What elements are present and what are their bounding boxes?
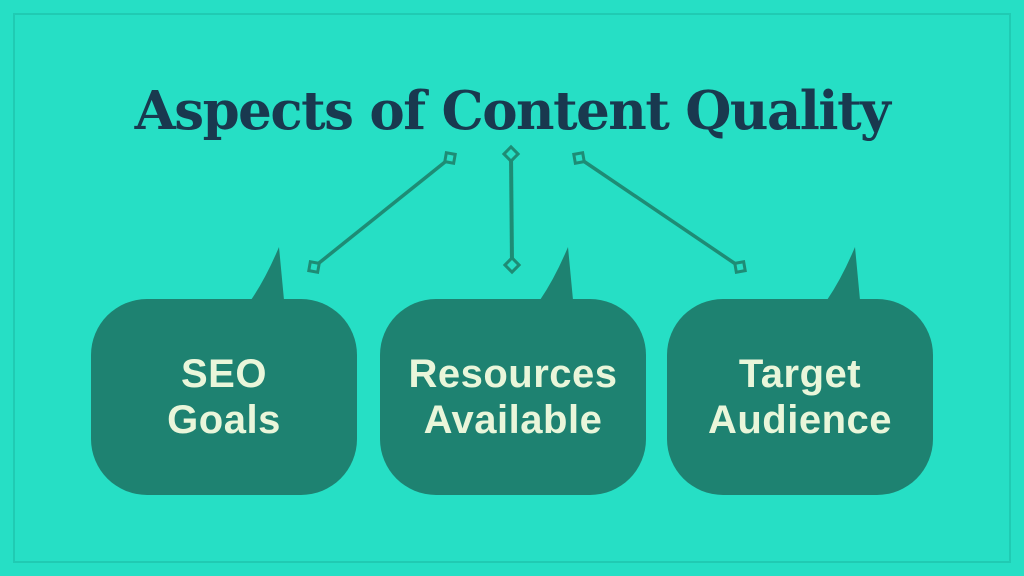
speech-tail-icon <box>827 247 860 300</box>
square-endpoint-icon <box>443 151 457 165</box>
speech-tail-icon <box>540 247 573 300</box>
bubble-label-line: Target <box>738 352 862 396</box>
square-endpoint-icon <box>733 260 747 274</box>
bubble-label-line: Goals <box>167 398 281 442</box>
bubble-target-audience: Target Audience <box>667 247 933 495</box>
diamond-endpoint-icon <box>501 144 521 164</box>
bubble-label-line: Resources <box>408 352 618 396</box>
bubble-seo-goals: SEO Goals <box>91 247 357 495</box>
connector-right <box>572 151 747 274</box>
connector-left <box>307 151 457 274</box>
square-endpoint-icon <box>572 151 586 165</box>
bubble-label-line: SEO <box>181 352 267 396</box>
speech-tail-icon <box>251 247 284 300</box>
page-title: Aspects of Content Quality <box>134 80 891 142</box>
square-endpoint-icon <box>307 260 321 274</box>
bubble-label: SEO Goals <box>167 351 281 443</box>
bubble-label: Target Audience <box>708 351 892 443</box>
diamond-endpoint-icon <box>502 255 522 275</box>
bubble-label-line: Audience <box>707 398 893 442</box>
bubble-label: Resources Available <box>408 351 617 443</box>
bubble-label-line: Available <box>423 398 603 442</box>
connector-center <box>501 144 522 275</box>
bubble-resources-available: Resources Available <box>380 247 646 495</box>
